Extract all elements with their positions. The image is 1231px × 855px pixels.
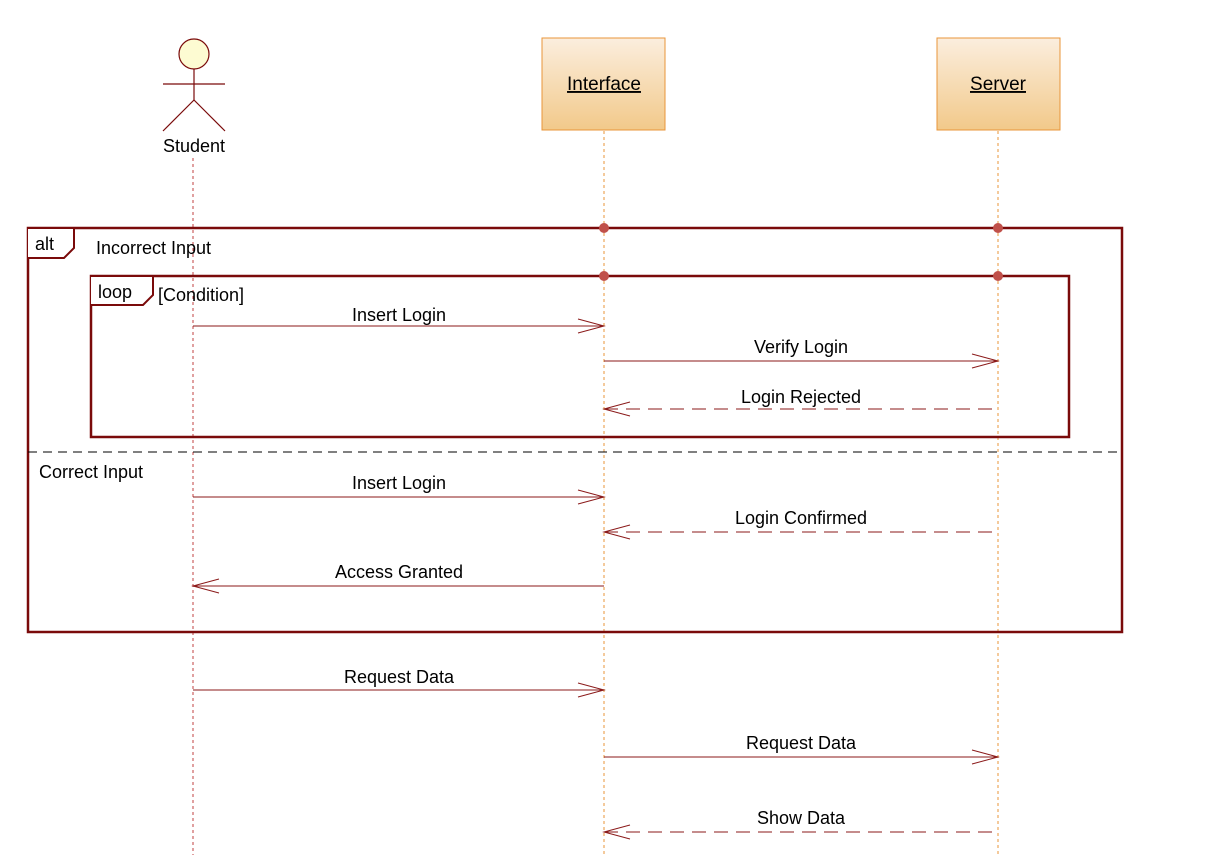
alt-fragment[interactable]: alt Incorrect Input Correct Input [26,226,1124,634]
alt-frame [26,226,1124,634]
arrowhead-icon [602,524,631,540]
arrowhead-icon [577,489,606,505]
student-label: Student [163,136,225,156]
message-label: Show Data [757,808,846,828]
actor-right-leg [193,99,226,132]
loop-frame [89,274,1071,439]
interface-object[interactable]: Interface [541,37,666,131]
server-label: Server [970,74,1027,95]
loop-guard: [Condition] [158,285,244,305]
message-label: Request Data [344,667,455,687]
alt-tag: alt [35,234,54,254]
message-show-data[interactable]: Show Data [602,808,998,840]
loop-tag: loop [98,282,132,302]
actor-left-leg [162,99,195,132]
message-verify-login[interactable]: Verify Login [604,337,1000,369]
arrowhead-icon [602,401,631,417]
lifeline-marker [993,223,1003,233]
lifeline-marker [599,271,609,281]
student-actor[interactable]: Student [162,38,226,156]
server-object[interactable]: Server [936,37,1061,131]
message-login-confirmed[interactable]: Login Confirmed [602,508,998,540]
message-label: Request Data [746,733,857,753]
alt-tag-box [28,227,75,259]
message-insert-login-1[interactable]: Insert Login [193,305,606,334]
lifeline-marker [599,223,609,233]
loop-tag-box [91,275,154,306]
server-box [936,37,1061,131]
message-access-granted[interactable]: Access Granted [191,562,604,594]
arrowhead-icon [602,824,631,840]
arrowhead-icon [971,749,1000,765]
alt-operand2-guard: Correct Input [39,462,143,482]
lifeline-marker [993,271,1003,281]
message-label: Insert Login [352,305,446,325]
message-request-data-2[interactable]: Request Data [604,733,1000,765]
loop-fragment[interactable]: loop [Condition] [89,274,1071,439]
arrowhead-icon [577,318,606,334]
message-label: Insert Login [352,473,446,493]
message-label: Login Confirmed [735,508,867,528]
message-login-rejected[interactable]: Login Rejected [602,387,998,417]
alt-operand1-guard: Incorrect Input [96,238,211,258]
arrowhead-icon [191,578,220,594]
message-label: Access Granted [335,562,463,582]
message-insert-login-2[interactable]: Insert Login [193,473,606,505]
message-label: Login Rejected [741,387,861,407]
actor-head [178,38,210,70]
interface-label: Interface [567,74,641,95]
arrowhead-icon [577,682,606,698]
message-label: Verify Login [754,337,848,357]
arrowhead-icon [971,353,1000,369]
message-request-data-1[interactable]: Request Data [193,667,606,698]
interface-box [541,37,666,131]
